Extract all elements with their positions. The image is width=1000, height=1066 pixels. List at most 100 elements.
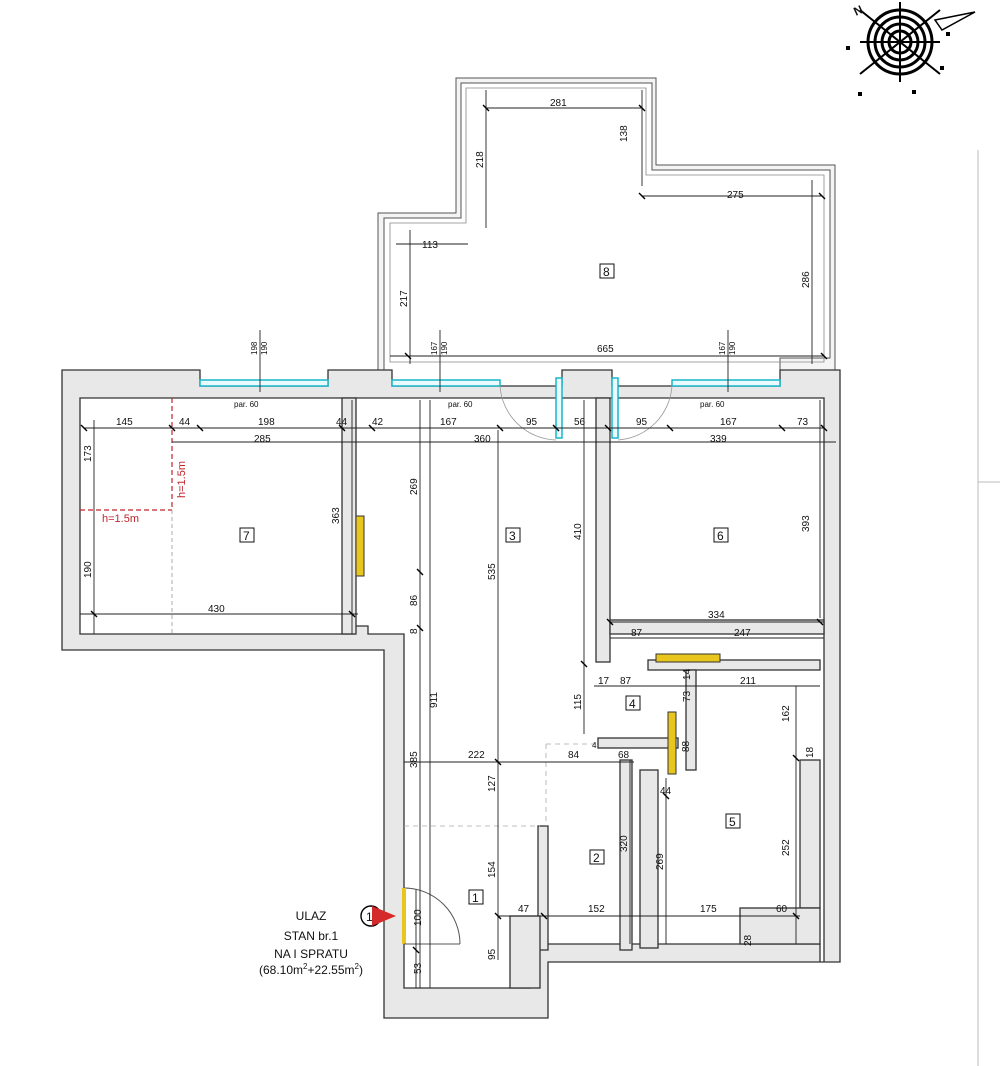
room-label-4: 4 <box>629 697 636 711</box>
dimension-label: 190 <box>83 561 94 578</box>
room-label-3: 3 <box>509 529 516 543</box>
dimension-label: 198 <box>258 417 275 428</box>
dimension-label: 360 <box>474 434 491 445</box>
dimension-label: 115 <box>573 694 584 710</box>
height-label: h=1.5m <box>176 461 188 498</box>
dimension-label: 535 <box>487 563 498 580</box>
dimension-label: 190 <box>440 341 449 355</box>
sliding-doors <box>355 515 721 775</box>
dimension-label: 28 <box>743 934 754 946</box>
dimension-label: 4 <box>592 741 597 750</box>
dimension-label: 281 <box>550 98 567 109</box>
dimension-label: 44 <box>660 786 672 797</box>
dimension-label: 87 <box>631 628 643 639</box>
windows <box>199 377 781 441</box>
room-label-2: 2 <box>593 851 600 865</box>
dimension-label: 95 <box>636 417 648 428</box>
dimension-label: 44 <box>336 417 348 428</box>
dimension-label: 665 <box>597 344 614 355</box>
dimension-label: 87 <box>620 676 632 687</box>
room-label-1: 1 <box>472 891 479 905</box>
dimension-lines <box>80 90 836 988</box>
room-numbers <box>239 263 741 905</box>
dimension-label: 145 <box>116 417 133 428</box>
dimension-label: 162 <box>781 705 792 722</box>
dimension-label: 53 <box>413 962 424 974</box>
dimension-label: 247 <box>734 628 751 639</box>
dimension-label: 56 <box>574 417 586 428</box>
entrance-line2: STAN br.1 <box>284 929 339 943</box>
dimension-label: 285 <box>254 434 271 445</box>
dimension-label: 190 <box>260 341 269 355</box>
dimension-label: 167 <box>718 341 727 355</box>
dimension-label: 198 <box>250 341 259 355</box>
dimension-label: 44 <box>179 417 191 428</box>
dimension-label: 73 <box>682 690 693 702</box>
dimension-label: 385 <box>409 751 420 768</box>
window-label: par. 60 <box>234 400 259 409</box>
dimension-label: 42 <box>372 417 384 428</box>
dimension-label: 222 <box>468 750 485 761</box>
entrance-door <box>402 887 461 945</box>
room-label-8: 8 <box>603 265 610 279</box>
room7-low-ceiling <box>80 398 173 634</box>
dimension-label: 8 <box>409 628 420 634</box>
room-label-7: 7 <box>243 529 250 543</box>
dimension-label: 138 <box>619 125 630 142</box>
dimension-label: 167 <box>440 417 457 428</box>
dimension-label: 286 <box>801 271 812 288</box>
dimension-label: 410 <box>573 523 584 540</box>
zone-lines <box>404 743 598 827</box>
dimension-label: 154 <box>487 861 498 878</box>
dimension-label: 911 <box>429 692 440 708</box>
entrance-area: (68.10m2+22.55m2) <box>259 962 363 977</box>
dimension-label: 269 <box>655 853 666 870</box>
dimension-label: 73 <box>797 417 809 428</box>
dimension-label: 60 <box>776 904 788 915</box>
dimension-label: 167 <box>720 417 737 428</box>
dimension-label: 190 <box>728 341 737 355</box>
dimension-label: 95 <box>526 417 538 428</box>
compass-north-label: N <box>851 2 865 18</box>
room-label-5: 5 <box>729 815 736 829</box>
dimension-label: 86 <box>409 594 420 606</box>
dimension-label: 252 <box>781 839 792 856</box>
dimension-label: 320 <box>619 835 630 852</box>
dimension-label: 100 <box>413 909 424 926</box>
dimension-label: 269 <box>409 478 420 495</box>
dimension-ticks <box>80 104 828 954</box>
interior-walls <box>341 397 825 989</box>
dimension-label: 173 <box>83 445 94 462</box>
dimension-label: 334 <box>708 610 725 621</box>
dimension-label: 430 <box>208 604 225 615</box>
dimension-label: 218 <box>475 151 486 168</box>
dimension-label: 17 <box>598 676 610 687</box>
entrance-marker-number: 1 <box>366 910 373 924</box>
height-label: h=1.5m <box>102 513 139 525</box>
entrance-line1: ULAZ <box>296 909 327 923</box>
dimension-label: 14 <box>682 668 693 680</box>
dimension-texts: 281 138 218 275 113 217 286 198 190 167 … <box>83 98 816 974</box>
dimension-label: 84 <box>568 750 580 761</box>
compass-icon <box>846 2 976 96</box>
room-label-6: 6 <box>717 529 724 543</box>
terrace-inner <box>389 87 825 363</box>
dimension-label: 127 <box>487 775 498 792</box>
dimension-label: 113 <box>422 240 438 251</box>
dimension-label: 211 <box>740 676 756 687</box>
dimension-label: 167 <box>430 341 439 355</box>
dimension-label: 217 <box>399 290 410 307</box>
dimension-label: 95 <box>487 948 498 960</box>
dimension-label: 88 <box>681 740 692 752</box>
window-label: par. 60 <box>700 400 725 409</box>
dimension-label: 152 <box>588 904 605 915</box>
entrance-label: ULAZ STAN br.1 NA I SPRATU (68.10m2+22.5… <box>259 909 363 977</box>
dimension-label: 47 <box>518 904 530 915</box>
dimension-label: 68 <box>618 750 630 761</box>
entrance-line3: NA I SPRATU <box>274 947 348 961</box>
entrance-marker-icon <box>360 905 396 927</box>
dimension-label: 18 <box>805 746 816 758</box>
dimension-label: 275 <box>727 190 744 201</box>
dimension-label: 393 <box>801 515 812 532</box>
